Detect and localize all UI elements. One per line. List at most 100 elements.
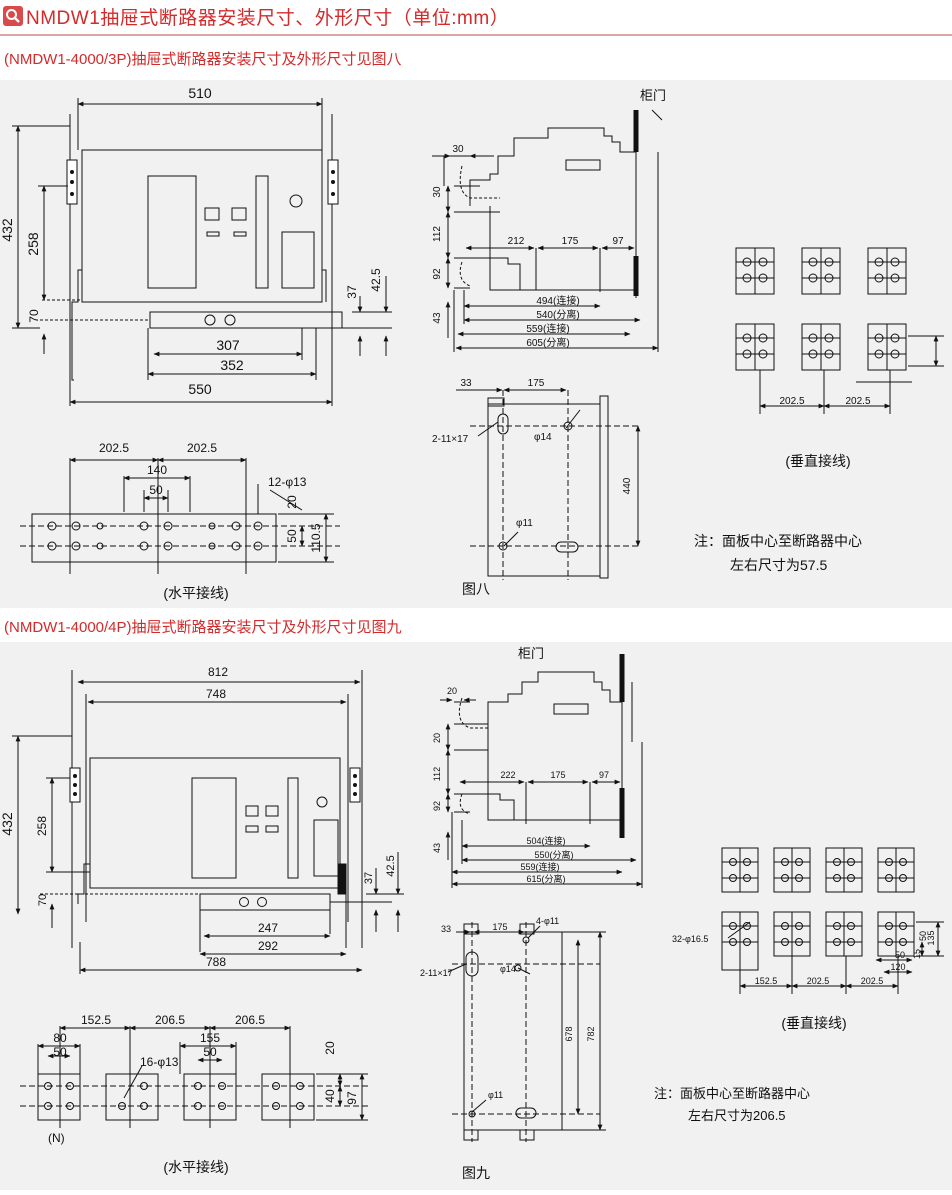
dim-212: 212 bbox=[508, 236, 525, 247]
dim-97-4p: 97 bbox=[599, 770, 609, 780]
dim-258: 258 bbox=[25, 232, 41, 256]
phi11-label: φ11 bbox=[516, 518, 533, 529]
dim-510: 510 bbox=[188, 85, 212, 101]
dim-559: 559(连接) bbox=[526, 322, 569, 335]
note2-line2: 左右尺寸为206.5 bbox=[688, 1108, 786, 1123]
cabinet-door-label: 柜门 bbox=[640, 88, 666, 103]
dim-43-4p: 43 bbox=[432, 843, 442, 853]
h-dim-202-5-a: 202.5 bbox=[99, 441, 129, 455]
dim-70-4p: 70 bbox=[37, 894, 49, 906]
figure8-label: 图八 bbox=[462, 581, 490, 597]
dim-222: 222 bbox=[500, 770, 515, 780]
dim-440: 440 bbox=[622, 477, 633, 494]
page-title: NMDW1抽屉式断路器安装尺寸、外形尺寸（单位:mm） bbox=[26, 8, 510, 29]
dim-37-4p: 37 bbox=[363, 872, 375, 884]
dim-432: 432 bbox=[0, 218, 15, 242]
horizontal-caption: (水平接线) bbox=[163, 585, 228, 601]
dim-20-top: 20 bbox=[447, 686, 457, 696]
h-holes-label: 12-φ13 bbox=[268, 475, 307, 489]
side-view bbox=[432, 109, 663, 352]
cabinet-door-label-4p: 柜门 bbox=[518, 646, 544, 661]
v-dim-15: 15 bbox=[912, 949, 922, 959]
front-view bbox=[12, 98, 392, 406]
top-view-4p bbox=[447, 922, 606, 1142]
dim-112: 112 bbox=[432, 226, 443, 242]
h-dim-155: 155 bbox=[200, 1031, 220, 1045]
dim-432-4p: 432 bbox=[0, 812, 15, 836]
phi14-label-4p: φ14 bbox=[500, 964, 516, 974]
dim-550: 550 bbox=[188, 381, 212, 397]
dim-30: 30 bbox=[432, 186, 443, 198]
dim-258-4p: 258 bbox=[35, 816, 49, 836]
dim-33-4p: 33 bbox=[441, 924, 451, 934]
v-dim-120: 120 bbox=[890, 962, 905, 972]
h-dim-20: 20 bbox=[285, 495, 299, 509]
neutral-label: (N) bbox=[48, 1131, 65, 1145]
v-dim-152-5: 152.5 bbox=[755, 976, 778, 986]
dim-202-5-b: 202.5 bbox=[845, 396, 870, 407]
figure9-label: 图九 bbox=[462, 1165, 490, 1181]
h-dim-110-5: 110.5 bbox=[309, 523, 323, 552]
figure9-drawing: 812 748 432 258 70 37 42.5 247 292 788 柜… bbox=[0, 646, 944, 1181]
dim-352: 352 bbox=[220, 357, 244, 373]
dim-33: 33 bbox=[460, 378, 472, 389]
dim-247: 247 bbox=[258, 921, 278, 935]
terminal-hole-grid bbox=[47, 248, 906, 551]
dim-175-top: 175 bbox=[528, 378, 545, 389]
vertical-terminals-4p bbox=[721, 847, 944, 994]
note1-line1: 注：面板中心至断路器中心 bbox=[694, 533, 862, 549]
page-header: NMDW1抽屉式断路器安装尺寸、外形尺寸（单位:mm） bbox=[0, 0, 952, 36]
vertical-caption: (垂直接线) bbox=[785, 453, 850, 469]
v-dim-50-v: 50 bbox=[918, 931, 928, 941]
h-dim-206-5-a: 206.5 bbox=[155, 1013, 185, 1027]
dim-292: 292 bbox=[258, 939, 278, 953]
dim-37: 37 bbox=[345, 285, 359, 299]
dim-97: 97 bbox=[612, 236, 624, 247]
terminal-hole-grid-4p bbox=[44, 848, 914, 1110]
dim-43: 43 bbox=[432, 312, 443, 324]
v-dim-135: 135 bbox=[926, 930, 936, 945]
horizontal-terminals bbox=[20, 457, 340, 574]
slot-hole-label: 2-11×17 bbox=[432, 434, 469, 445]
dim-175-4p: 175 bbox=[550, 770, 565, 780]
dim-615: 615(分离) bbox=[526, 873, 565, 884]
h-dim-140: 140 bbox=[147, 463, 167, 477]
dim-175: 175 bbox=[562, 236, 579, 247]
horizontal-terminals-4p bbox=[20, 1025, 370, 1128]
h-dim-50-b: 50 bbox=[203, 1045, 217, 1059]
dim-550-side: 550(分离) bbox=[534, 849, 573, 860]
dim-42-5: 42.5 bbox=[369, 268, 383, 292]
dim-605: 605(分离) bbox=[526, 336, 569, 349]
v-dim-202-5-a: 202.5 bbox=[807, 976, 830, 986]
dim-812: 812 bbox=[208, 665, 228, 679]
horizontal-caption-4p: (水平接线) bbox=[163, 1159, 228, 1175]
side-view-4p bbox=[440, 654, 643, 888]
h-dim-206-5-b: 206.5 bbox=[235, 1013, 265, 1027]
dim-559-4p: 559(连接) bbox=[520, 861, 559, 872]
h-dim-97: 97 bbox=[345, 1091, 359, 1105]
top-view bbox=[456, 387, 641, 580]
holes-4-phi11: 4-φ11 bbox=[536, 916, 559, 926]
dim-504: 504(连接) bbox=[526, 835, 565, 846]
note2-line1: 注：面板中心至断路器中心 bbox=[654, 1086, 810, 1101]
h-dim-50: 50 bbox=[149, 483, 163, 497]
dim-20-side: 20 bbox=[432, 733, 442, 743]
h-dim-80: 80 bbox=[53, 1031, 67, 1045]
v-holes-label: 32-φ16.5 bbox=[672, 934, 708, 944]
dim-70: 70 bbox=[27, 309, 41, 323]
note1-line2: 左右尺寸为57.5 bbox=[730, 557, 827, 573]
h-dim-50-4p: 50 bbox=[53, 1045, 67, 1059]
dim-748: 748 bbox=[206, 687, 226, 701]
dim-540: 540(分离) bbox=[536, 308, 579, 321]
figure9-panel: 812 748 432 258 70 37 42.5 247 292 788 柜… bbox=[0, 642, 952, 1190]
dim-175-top-4p: 175 bbox=[492, 922, 507, 932]
dim-92: 92 bbox=[432, 268, 443, 280]
h-dim-40: 40 bbox=[323, 1089, 337, 1103]
dim-42-5-4p: 42.5 bbox=[385, 855, 397, 876]
section2-subtitle: (NMDW1-4000/4P)抽屉式断路器安装尺寸及外形尺寸见图九 bbox=[4, 619, 402, 636]
v-dim-50: 50 bbox=[895, 950, 905, 960]
dim-112-4p: 112 bbox=[432, 767, 442, 781]
figure8-panel: 510 432 258 70 37 42.5 307 352 550 柜门 30… bbox=[0, 80, 952, 608]
h-dim-50-v: 50 bbox=[285, 529, 299, 543]
h-holes-label-4p: 16-φ13 bbox=[140, 1055, 179, 1069]
